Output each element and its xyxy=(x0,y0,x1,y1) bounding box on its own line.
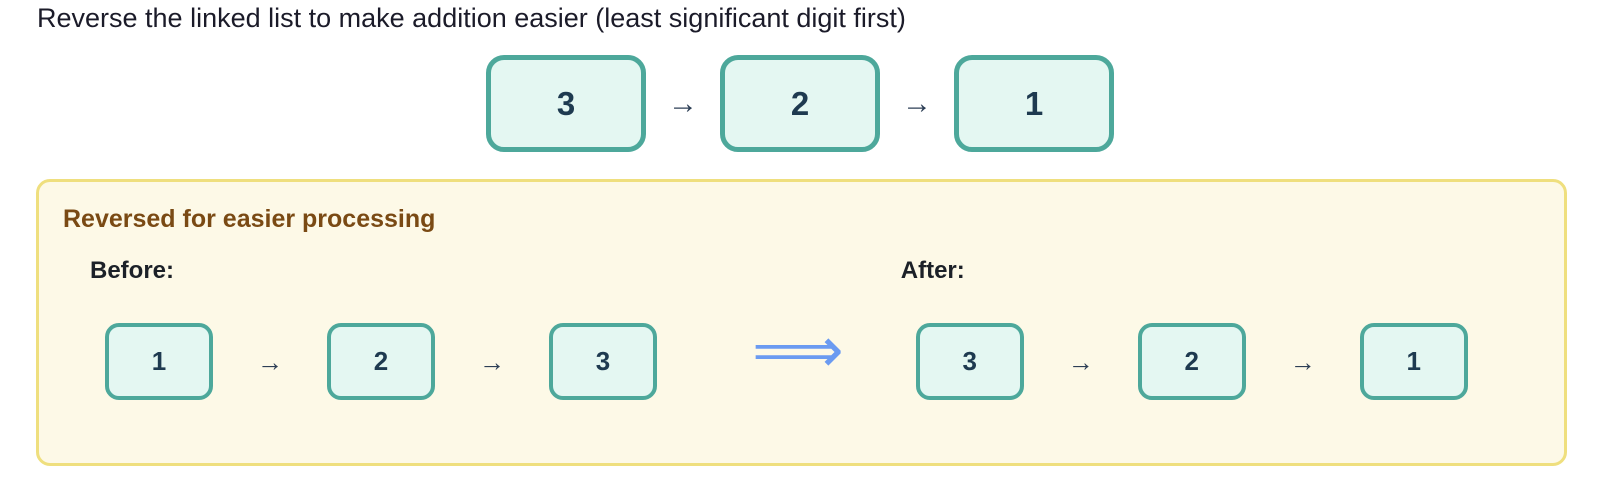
linked-list-node: 2 xyxy=(720,55,880,152)
after-group: After: 3 → 2 → 1 xyxy=(901,257,1468,400)
before-after-comparison: Before: 1 → 2 → 3 ⟹ After: 3 → 2 → 1 xyxy=(63,257,1540,400)
linked-list-node: 2 xyxy=(327,323,435,400)
linked-list-node: 3 xyxy=(915,323,1024,400)
linked-list-node: 1 xyxy=(954,55,1114,152)
page-title: Reverse the linked list to make addition… xyxy=(37,3,906,33)
after-label: After: xyxy=(900,257,965,284)
right-arrow-icon: → xyxy=(902,86,932,120)
before-label: Before: xyxy=(90,257,175,284)
linked-list-node: 3 xyxy=(486,55,646,152)
linked-list-node: 3 xyxy=(549,323,657,400)
before-node-row: 1 → 2 → 3 xyxy=(105,323,657,400)
double-arrow-icon: ⟹ xyxy=(752,314,844,388)
reversed-panel: Reversed for easier processing Before: 1… xyxy=(36,179,1567,466)
right-arrow-icon: → xyxy=(1067,346,1094,377)
right-arrow-icon: → xyxy=(257,346,283,377)
right-arrow-icon: → xyxy=(1289,346,1316,377)
linked-list-node: 2 xyxy=(1137,323,1246,400)
linked-list-node: 1 xyxy=(1359,323,1468,400)
after-node-row: 3 → 2 → 1 xyxy=(915,323,1468,400)
linked-list-node: 1 xyxy=(105,323,213,400)
panel-heading: Reversed for easier processing xyxy=(63,205,436,233)
right-arrow-icon: → xyxy=(668,86,698,120)
before-group: Before: 1 → 2 → 3 xyxy=(90,257,657,400)
right-arrow-icon: → xyxy=(479,346,505,377)
top-linked-list: 3 → 2 → 1 xyxy=(0,55,1600,152)
